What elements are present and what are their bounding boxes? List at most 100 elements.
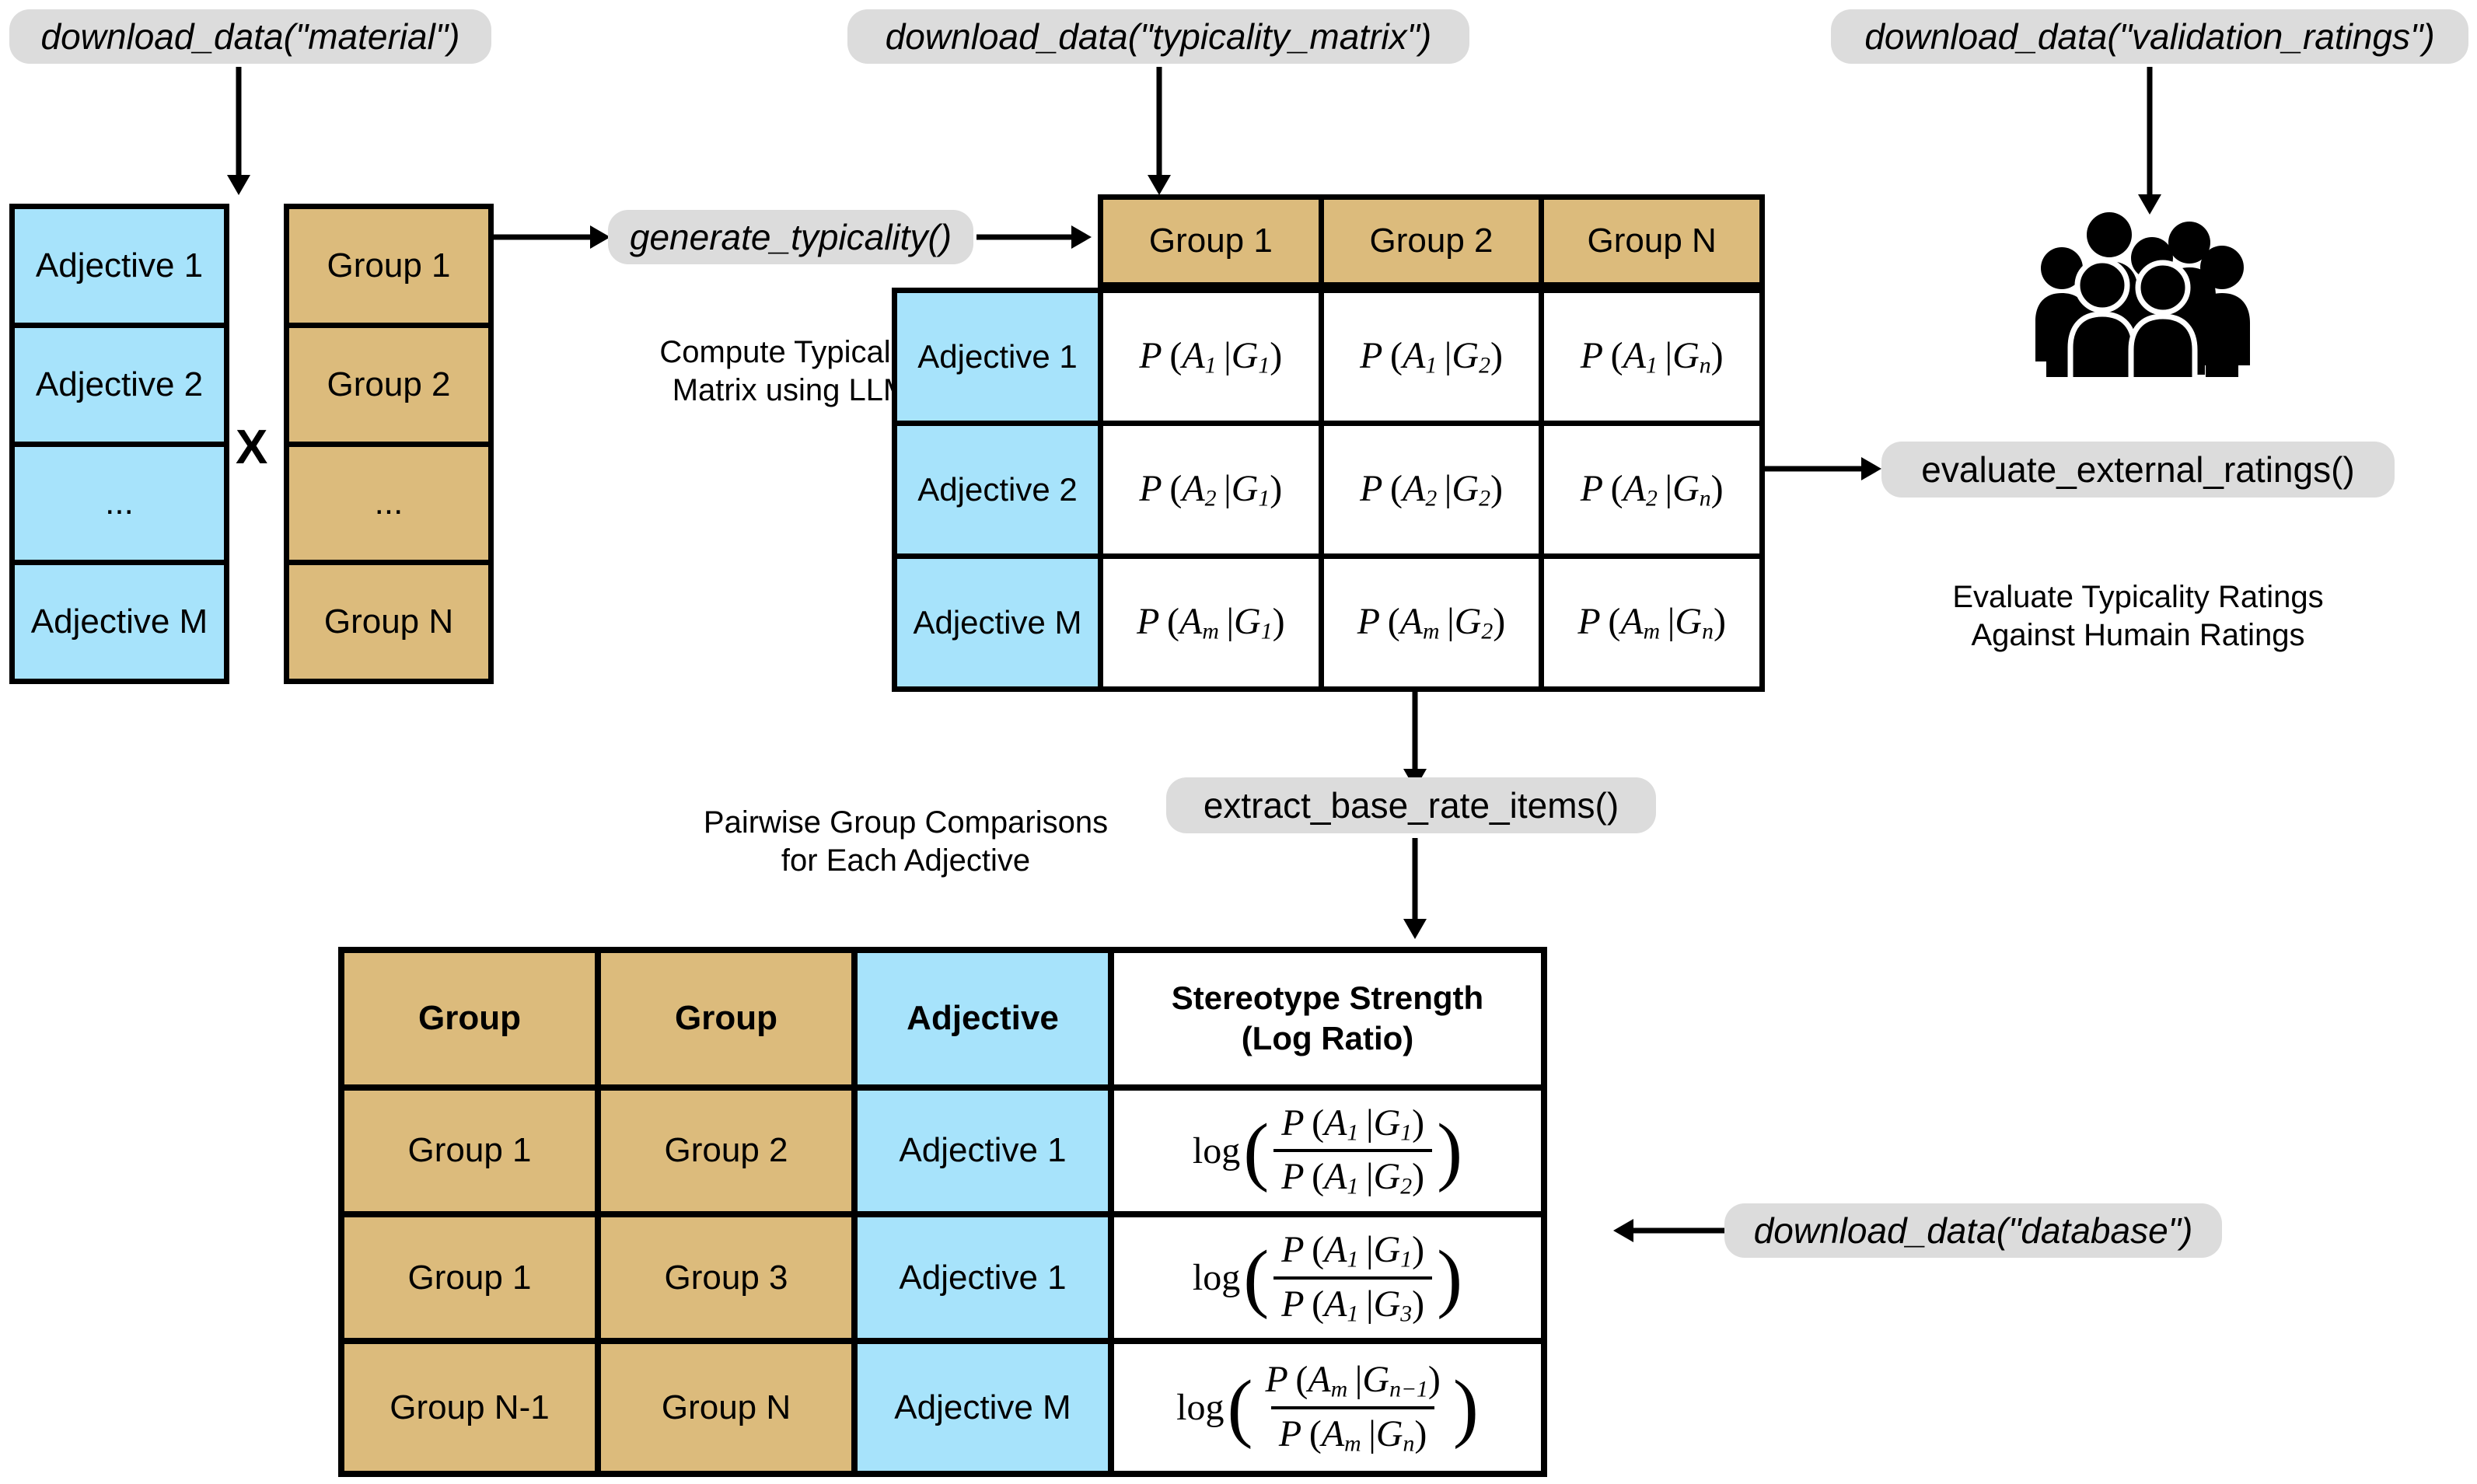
num-g-sub: 1 — [1400, 1246, 1413, 1273]
den-g-sub: 3 — [1400, 1301, 1413, 1327]
base-rate-table-header-row: Group Group Adjective Stereotype Strengt… — [344, 953, 1541, 1091]
cell-a-sub: m — [1423, 618, 1440, 644]
chip-download-material-label: download_data("material") — [40, 16, 460, 57]
chip-generate-typicality-label: generate_typicality() — [629, 217, 952, 257]
cell-log-ratio: log( P (Am |Gn−1) P (Am |Gn) ) — [1114, 1344, 1541, 1472]
cell-a-sub: 2 — [1425, 485, 1438, 512]
arrow-generate-typicality-to-matrix — [976, 225, 1092, 249]
cell-a-sub: m — [1202, 618, 1219, 644]
cell-group-b: Group 3 — [601, 1217, 858, 1339]
group-cell-label: Group 1 — [327, 246, 451, 285]
adjective-cell: Adjective 2 — [15, 327, 224, 447]
chip-download-material[interactable]: download_data("material") — [9, 9, 491, 64]
cell-a-sub: m — [1643, 618, 1661, 644]
arrow-extract-to-base-rate-table — [1403, 838, 1427, 939]
num-a-sub: 1 — [1347, 1246, 1359, 1273]
caption-evaluate-ratings: Evaluate Typicality Ratings Against Huma… — [1881, 540, 2395, 654]
chip-evaluate-external-ratings[interactable]: evaluate_external_ratings() — [1881, 442, 2395, 498]
typicality-matrix-cell: P (Am |G1) — [1103, 559, 1324, 686]
chip-download-validation-ratings[interactable]: download_data("validation_ratings") — [1831, 9, 2468, 64]
cell-label: Adjective M — [894, 1388, 1071, 1426]
typicality-matrix-body: Adjective 1 P (A1 |G1) P (A1 |G2) P (A1 … — [892, 288, 1765, 692]
cell-a-sub: 1 — [1204, 352, 1217, 379]
typicality-matrix-cell: P (Am |Gn) — [1544, 559, 1760, 686]
chip-generate-typicality[interactable]: generate_typicality() — [608, 210, 973, 264]
col-header-label: Stereotype Strength (Log Ratio) — [1171, 979, 1484, 1057]
col-header-label: Group — [675, 999, 777, 1038]
typicality-matrix-cell: P (A1 |Gn) — [1544, 293, 1760, 421]
chip-download-database-label: download_data("database") — [1753, 1210, 2193, 1251]
typicality-matrix-row-header: Adjective 2 — [897, 426, 1103, 553]
typicality-matrix-col-header: Group N — [1544, 200, 1760, 282]
typicality-matrix-cell: P (A2 |Gn) — [1544, 426, 1760, 553]
den-a-sub: 1 — [1347, 1301, 1359, 1327]
adjective-cell-label: ... — [105, 484, 134, 522]
arrow-matrix-to-evaluate-ratings — [1765, 457, 1881, 480]
col-header-label: Group N — [1587, 222, 1717, 260]
col-header-label: Adjective — [907, 999, 1059, 1038]
typicality-matrix-cell: P (Am |G2) — [1323, 559, 1545, 686]
chip-download-validation-ratings-label: download_data("validation_ratings") — [1864, 16, 2435, 57]
cell-a-sub: 2 — [1645, 485, 1658, 512]
adjective-cell: Adjective M — [15, 565, 224, 679]
caption-pairwise-comparisons: Pairwise Group Comparisons for Each Adje… — [665, 766, 1147, 879]
group-cell-label: Group N — [323, 602, 454, 641]
arrow-material-down — [227, 67, 250, 195]
cell-label: Group N-1 — [390, 1388, 550, 1426]
chip-download-typicality-matrix[interactable]: download_data("typicality_matrix") — [847, 9, 1469, 64]
cell-label: Group 2 — [664, 1131, 788, 1170]
den-g-sub: 2 — [1400, 1173, 1413, 1199]
den-a-sub: 1 — [1347, 1173, 1359, 1199]
adjective-cell-label: Adjective 1 — [35, 246, 204, 285]
den-g-sub: n — [1403, 1430, 1415, 1457]
cell-a-sub: 2 — [1204, 485, 1217, 512]
col-header-label: Group 2 — [1369, 222, 1494, 260]
typicality-matrix-cell: P (A1 |G1) — [1103, 293, 1324, 421]
cell-group-a: Group 1 — [344, 1217, 601, 1339]
row-header-label: Adjective M — [913, 604, 1082, 641]
num-a-sub: 1 — [1347, 1119, 1359, 1146]
arrow-groups-to-generate-typicality — [494, 225, 610, 249]
caption-pairwise-text: Pairwise Group Comparisons for Each Adje… — [703, 805, 1109, 878]
cell-label: Group N — [661, 1388, 791, 1426]
cell-a-sub: 1 — [1425, 352, 1438, 379]
cross-product-symbol: X — [236, 420, 267, 475]
cell-g-sub: 1 — [1260, 618, 1273, 644]
den-a-sub: m — [1344, 1430, 1361, 1457]
typicality-matrix-row: Adjective 2 P (A2 |G1) P (A2 |G2) P (A2 … — [897, 426, 1760, 559]
cell-g-sub: n — [1699, 352, 1711, 379]
typicality-matrix-header-row: Group 1 Group 2 Group N — [1098, 194, 1765, 288]
cell-label: Group 1 — [407, 1258, 532, 1297]
adjective-cell: ... — [15, 446, 224, 566]
arrow-validation-ratings-down — [2138, 67, 2161, 215]
cell-adjective: Adjective 1 — [858, 1090, 1114, 1211]
group-cell-label: Group 2 — [327, 365, 451, 403]
caption-evaluate-ratings-text: Evaluate Typicality Ratings Against Huma… — [1952, 579, 2324, 652]
chip-download-database[interactable]: download_data("database") — [1724, 1203, 2222, 1258]
typicality-matrix-row: Adjective M P (Am |G1) P (Am |G2) P (Am … — [897, 559, 1760, 686]
cell-group-a: Group N-1 — [344, 1344, 601, 1472]
table-row: Group N-1 Group N Adjective M log( P (Am… — [344, 1344, 1541, 1472]
row-header-label: Adjective 2 — [917, 471, 1078, 508]
arrow-database-to-base-rate-table — [1613, 1219, 1730, 1242]
cell-g-sub: 1 — [1258, 352, 1270, 379]
typicality-matrix-row-header: Adjective 1 — [897, 293, 1103, 421]
num-g-sub: 1 — [1400, 1119, 1413, 1146]
cell-group-b: Group 2 — [601, 1090, 858, 1211]
chip-download-typicality-matrix-label: download_data("typicality_matrix") — [885, 16, 1432, 57]
cell-label: Adjective 1 — [899, 1258, 1067, 1297]
chip-extract-base-rate-items[interactable]: extract_base_rate_items() — [1166, 777, 1656, 833]
cell-label: Group 1 — [407, 1131, 532, 1170]
table-row: Group 1 Group 3 Adjective 1 log( P (A1 |… — [344, 1217, 1541, 1345]
col-header-label: Group — [418, 999, 521, 1038]
cell-g-sub: 1 — [1258, 485, 1270, 512]
cell-g-sub: 2 — [1479, 485, 1490, 512]
table-row: Group 1 Group 2 Adjective 1 log( P (A1 |… — [344, 1090, 1541, 1217]
chip-extract-base-rate-items-label: extract_base_rate_items() — [1203, 785, 1619, 826]
cell-g-sub: 2 — [1481, 618, 1494, 644]
typicality-matrix-row: Adjective 1 P (A1 |G1) P (A1 |G2) P (A1 … — [897, 293, 1760, 426]
cell-g-sub: n — [1702, 618, 1714, 644]
group-column: Group 1 Group 2 ... Group N — [284, 204, 494, 684]
adjective-cell: Adjective 1 — [15, 209, 224, 328]
